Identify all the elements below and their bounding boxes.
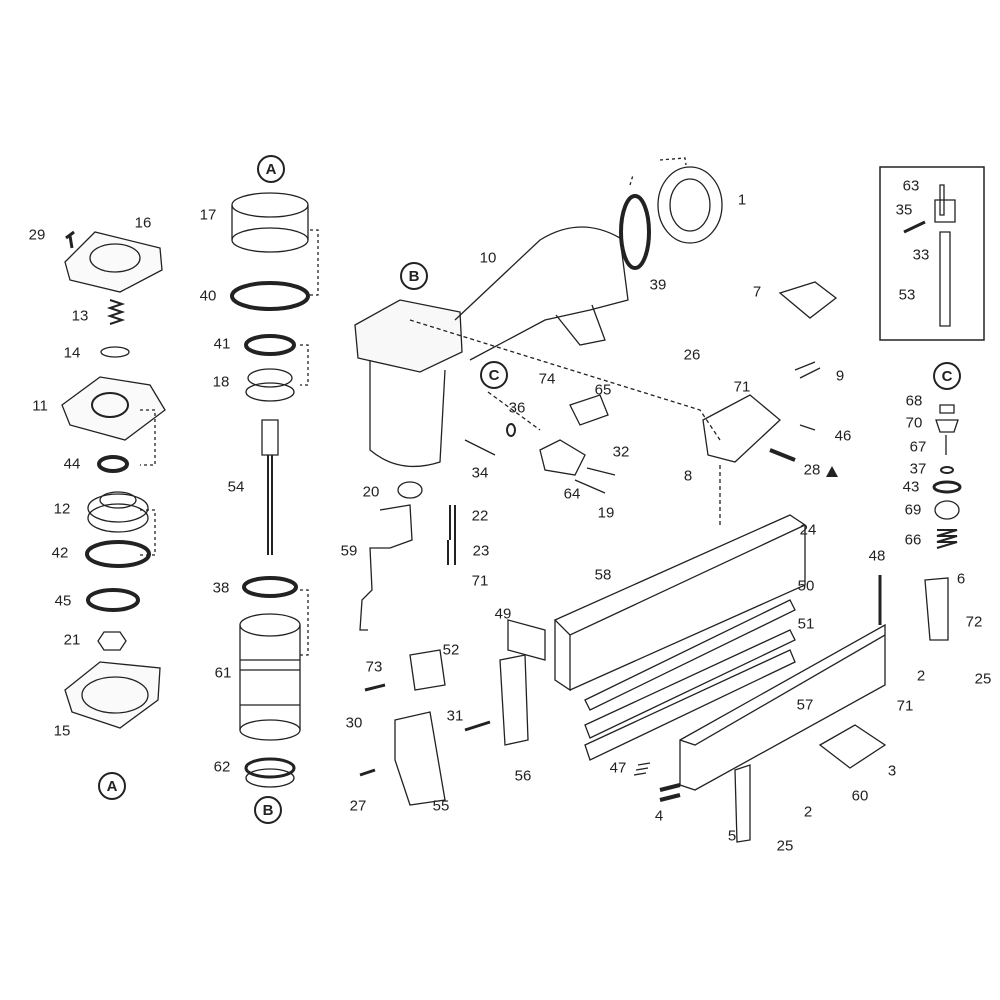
part-number-label: 55 [432,797,450,815]
reference-callout: A [257,155,285,183]
part-number-label: 53 [898,286,916,304]
part-number-label: 34 [471,464,489,482]
part-number-label: 56 [514,767,532,785]
part-number-label: 20 [362,483,380,501]
part-number-label: 70 [905,414,923,432]
part-number-label: 71 [733,378,751,396]
part-number-label: 22 [471,507,489,525]
reference-callout: B [254,796,282,824]
part-number-label: 2 [803,803,813,821]
part-number-label: 52 [442,641,460,659]
part-number-label: 71 [896,697,914,715]
part-number-label: 50 [797,577,815,595]
part-number-label: 44 [63,455,81,473]
part-number-label: 7 [752,283,762,301]
inset-parts [903,184,962,549]
part-number-label: 40 [199,287,217,305]
part-number-label: 71 [471,572,489,590]
part-number-label: 23 [472,542,490,560]
part-number-label: 66 [904,531,922,549]
part-number-label: 38 [212,579,230,597]
part-number-label: 62 [213,758,231,776]
part-number-label: 27 [349,797,367,815]
part-number-label: 8 [683,467,693,485]
part-number-label: 43 [902,478,920,496]
part-number-label: 54 [227,478,245,496]
part-number-label: 41 [213,335,231,353]
part-number-label: 1 [737,191,747,209]
part-number-label: 69 [904,501,922,519]
part-number-label: 19 [597,504,615,522]
part-number-label: 60 [851,787,869,805]
reference-callout: A [98,772,126,800]
part-number-label: 6 [956,570,966,588]
part-number-label: 61 [214,664,232,682]
part-number-label: 5 [727,827,737,845]
part-number-label: 9 [835,367,845,385]
part-number-label: 35 [895,201,913,219]
part-number-label: 49 [494,605,512,623]
part-number-label: 63 [902,177,920,195]
part-number-label: 13 [71,307,89,325]
part-number-label: 32 [612,443,630,461]
part-number-label: 36 [508,399,526,417]
part-number-label: 12 [53,500,71,518]
part-number-label: 65 [594,381,612,399]
part-number-label: 10 [479,249,497,267]
part-number-label: 72 [965,613,983,631]
part-number-label: 42 [51,544,69,562]
part-number-label: 47 [609,759,627,777]
part-number-label: 68 [905,392,923,410]
part-number-label: 30 [345,714,363,732]
part-number-label: 21 [63,631,81,649]
part-number-label: 46 [834,427,852,445]
part-number-label: 25 [776,837,794,855]
part-number-label: 58 [594,566,612,584]
part-number-label: 11 [32,397,48,415]
part-number-label: 73 [365,658,383,676]
part-number-label: 51 [797,615,815,633]
part-number-label: 3 [887,762,897,780]
part-number-label: 74 [538,370,556,388]
part-number-label: 33 [912,246,930,264]
part-number-label: 15 [53,722,71,740]
triangle-icon [826,466,838,477]
part-number-label: 64 [563,485,581,503]
part-number-label: 26 [683,346,701,364]
part-number-label: 48 [868,547,886,565]
part-number-label: 37 [909,460,927,478]
part-number-label: 2 [916,667,926,685]
part-number-label: 57 [796,696,814,714]
part-number-label: 25 [974,670,992,688]
part-number-label: 67 [909,438,927,456]
part-number-label: 29 [28,226,46,244]
left-column-parts [61,230,166,729]
reference-callout: B [400,262,428,290]
reference-callout: C [933,362,961,390]
middle-column-parts [230,192,319,788]
main-body [354,157,838,631]
part-number-label: 28 [803,461,821,479]
part-number-label: 4 [654,807,664,825]
part-number-label: 16 [134,214,152,232]
part-number-label: 18 [212,373,230,391]
reference-callout: C [480,361,508,389]
part-number-label: 59 [340,542,358,560]
part-number-label: 24 [799,521,817,539]
part-number-label: 31 [446,707,464,725]
part-number-label: 45 [54,592,72,610]
magazine-rails [359,514,949,843]
part-number-label: 39 [649,276,667,294]
part-number-label: 17 [199,206,217,224]
inset-box [879,166,985,341]
part-number-label: 14 [63,344,81,362]
